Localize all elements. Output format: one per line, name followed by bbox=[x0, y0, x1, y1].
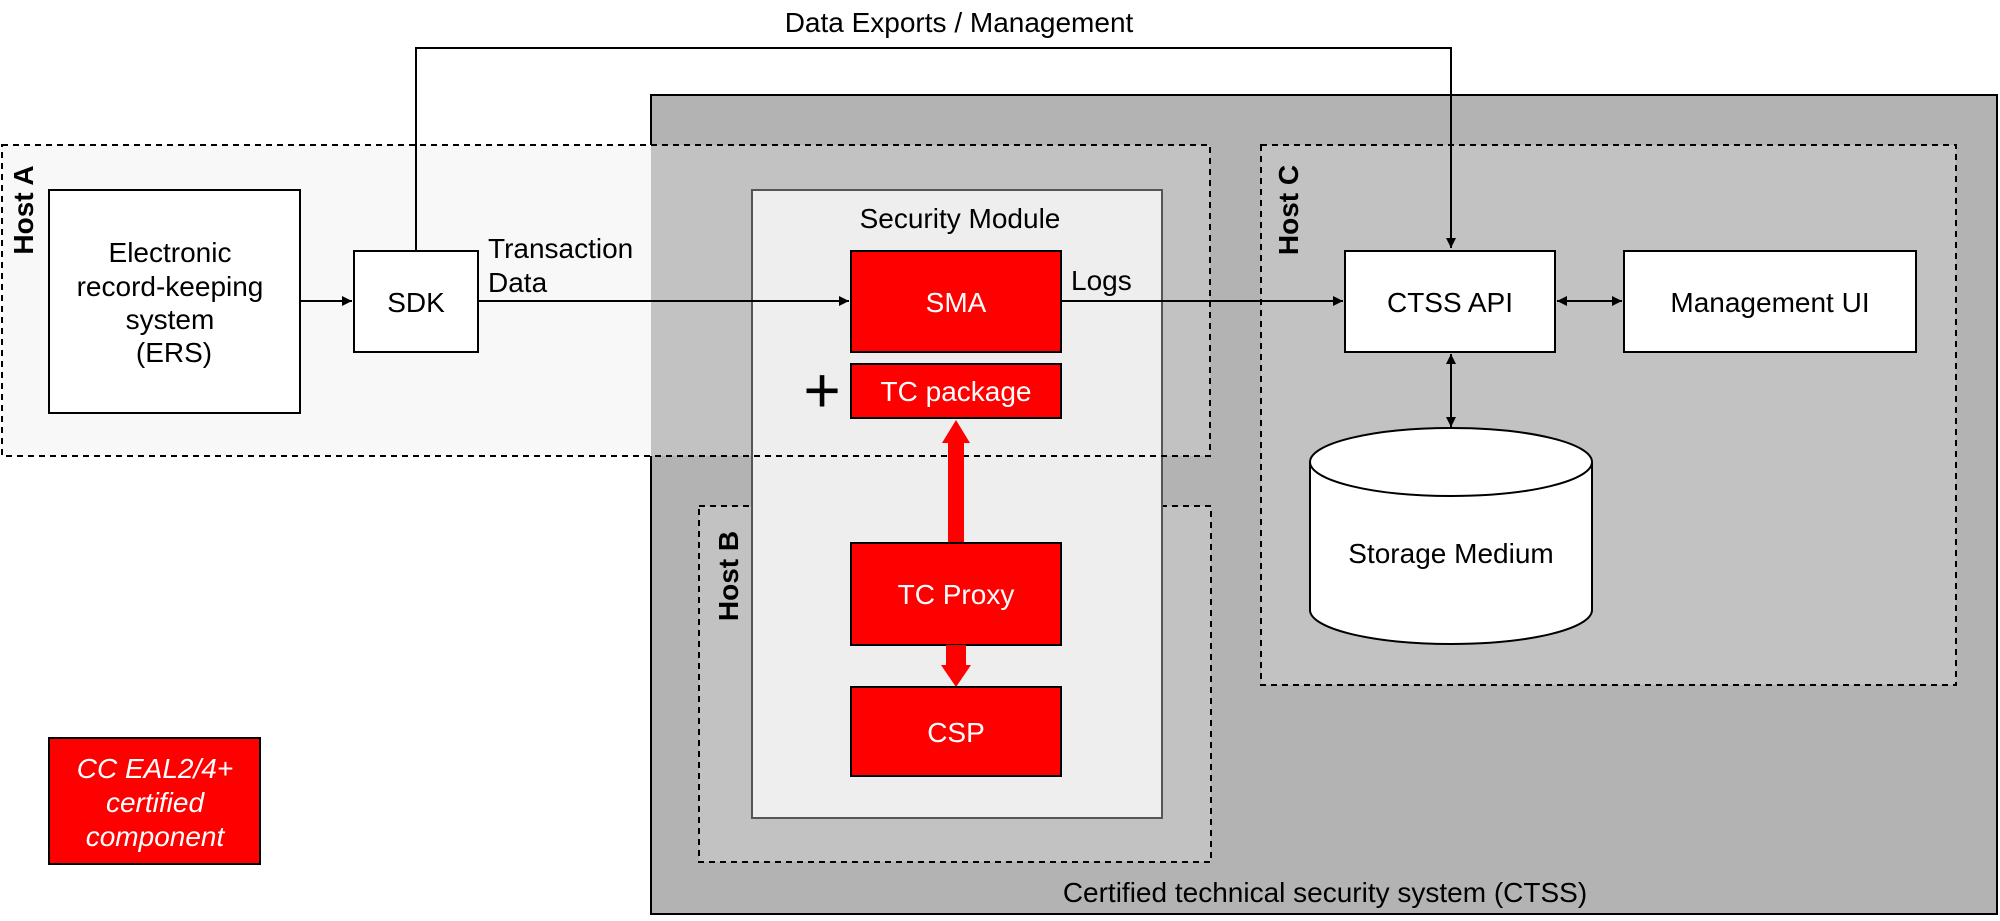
sma-box bbox=[850, 250, 1062, 353]
data-exports-label: Data Exports / Management bbox=[785, 7, 1134, 38]
tc-package-box bbox=[850, 363, 1062, 419]
ers-label-1: Electronic bbox=[109, 237, 232, 268]
host-a-border bbox=[1, 144, 1211, 457]
ers-label-4: (ERS) bbox=[136, 337, 212, 368]
legend-line-2: certified bbox=[106, 787, 205, 818]
sdk-box bbox=[353, 250, 479, 353]
legend-line-1: CC EAL2/4+ bbox=[77, 753, 233, 784]
ctss-api-box bbox=[1344, 250, 1556, 353]
tc-link-head bbox=[942, 420, 970, 443]
storage-cylinder-body bbox=[1309, 462, 1593, 645]
security-module-label: Security Module bbox=[860, 203, 1061, 234]
csp-label: CSP bbox=[927, 717, 985, 748]
ers-label-3: system bbox=[126, 304, 215, 335]
host-b-label: Host B bbox=[713, 531, 744, 621]
plus-sign: + bbox=[803, 354, 840, 426]
tc-link-shaft bbox=[948, 442, 964, 543]
sdk-label: SDK bbox=[387, 287, 445, 318]
ers-box bbox=[48, 189, 301, 414]
management-ui-box bbox=[1623, 250, 1917, 353]
tc-proxy-label: TC Proxy bbox=[898, 579, 1015, 610]
ctss-title: Certified technical security system (CTS… bbox=[1063, 877, 1587, 908]
transaction-label-1: Transaction bbox=[488, 233, 633, 264]
logs-label: Logs bbox=[1071, 265, 1132, 296]
storage-cylinder-top bbox=[1309, 427, 1593, 497]
tc-package-label: TC package bbox=[881, 376, 1032, 407]
proxy-csp-head bbox=[941, 665, 971, 687]
storage-medium-label: Storage Medium bbox=[1348, 538, 1553, 569]
ers-label-2: record-keeping bbox=[77, 271, 264, 302]
csp-box bbox=[850, 686, 1062, 777]
tc-proxy-box bbox=[850, 542, 1062, 646]
proxy-csp-shaft bbox=[946, 645, 966, 666]
host-c-label: Host C bbox=[1273, 165, 1304, 255]
legend-box bbox=[48, 737, 261, 865]
ctss-api-label: CTSS API bbox=[1387, 287, 1513, 318]
data-exports-line bbox=[415, 47, 1456, 250]
legend-line-3: component bbox=[86, 821, 226, 852]
host-a-label: Host A bbox=[8, 165, 39, 254]
sma-label: SMA bbox=[926, 287, 987, 318]
transaction-label-2: Data bbox=[488, 267, 548, 298]
management-ui-label: Management UI bbox=[1670, 287, 1869, 318]
